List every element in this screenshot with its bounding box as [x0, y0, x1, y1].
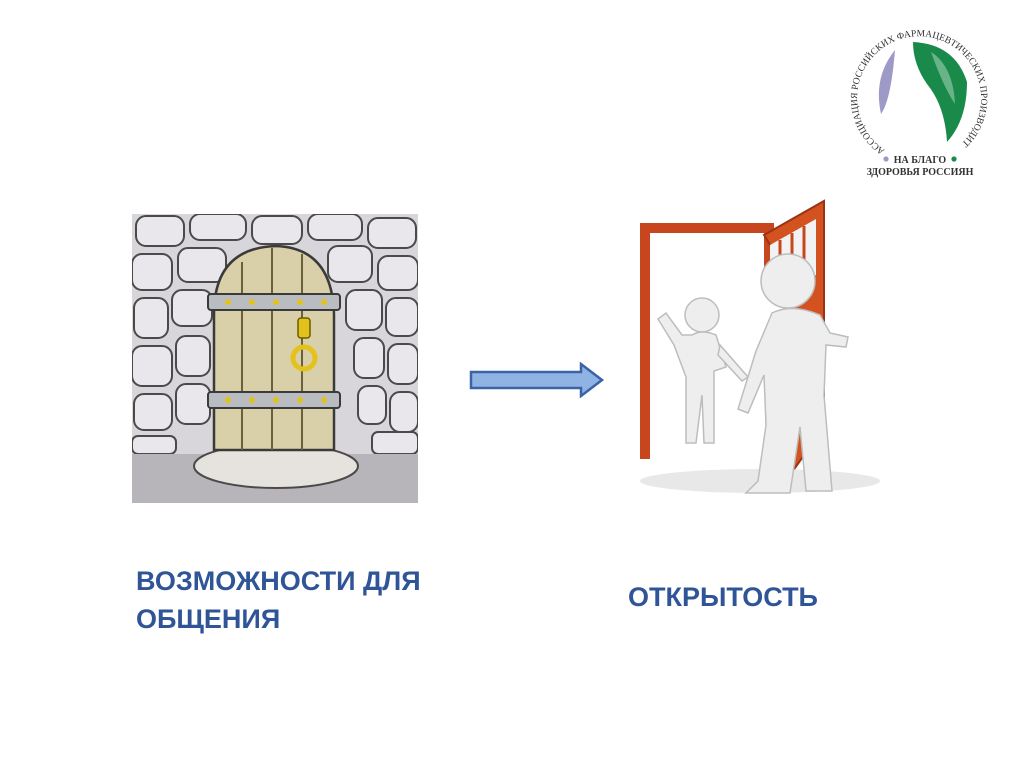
open-door-people-picture [640, 199, 880, 494]
logo-line1: НА БЛАГО [894, 155, 947, 166]
closed-door-picture [132, 214, 418, 503]
right-arrow-icon [469, 362, 605, 398]
caption-left-line1: ВОЗМОЖНОСТИ ДЛЯ [136, 566, 421, 596]
caption-openness: ОТКРЫТОСТЬ [628, 582, 818, 612]
logo-line2: ЗДОРОВЬЯ РОССИЯН [867, 167, 974, 178]
logo-emblem: АССОЦИАЦИЯ РОССИЙСКИХ ФАРМАЦЕВТИЧЕСКИХ П… [845, 22, 988, 178]
caption-left-line2: ОБЩЕНИЯ [136, 604, 281, 634]
caption-communication: ВОЗМОЖНОСТИ ДЛЯ ОБЩЕНИЯ [136, 562, 466, 638]
